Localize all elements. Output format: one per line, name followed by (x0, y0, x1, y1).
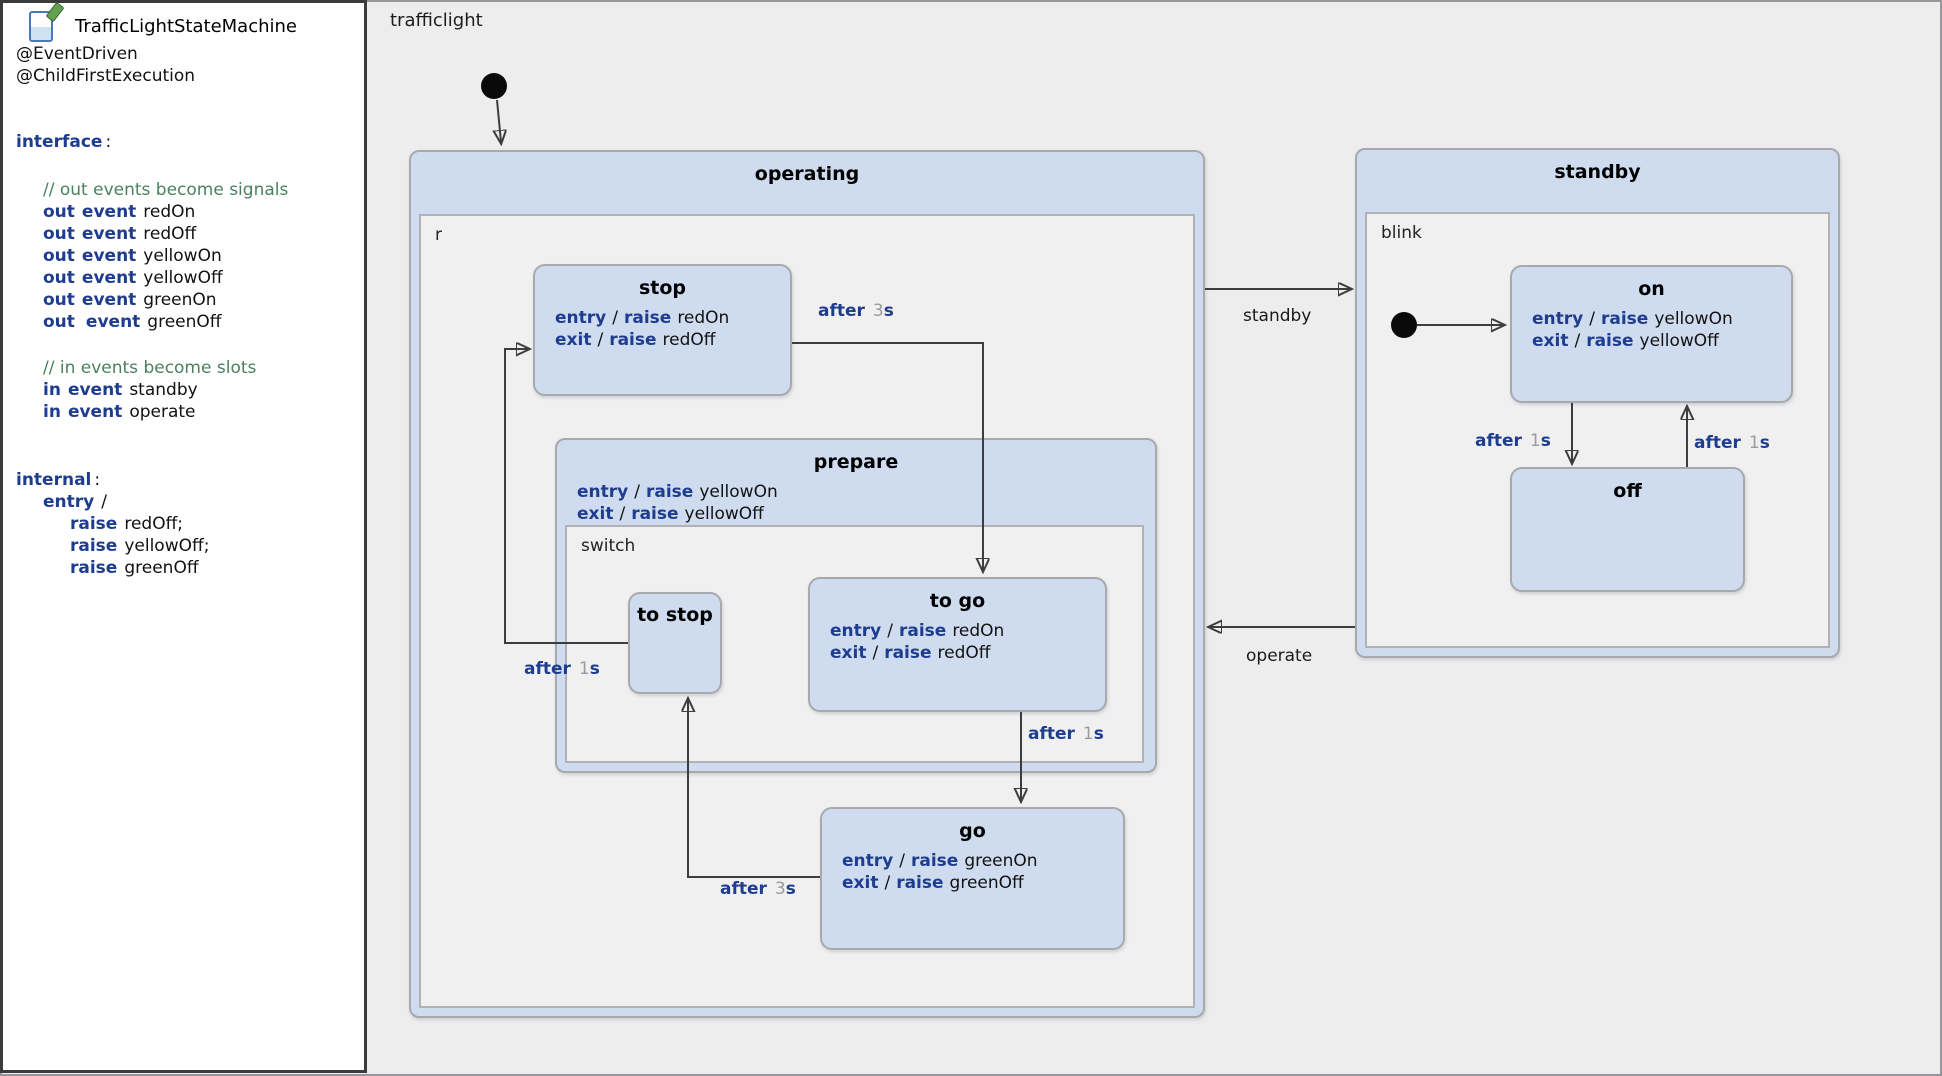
transition-tostop-to-stop[interactable] (504, 349, 628, 644)
transition-stop-to-togo[interactable] (792, 342, 983, 570)
region-r-label: r (435, 225, 442, 245)
state-go-title: go (959, 820, 986, 842)
statechart-icon (29, 1, 65, 42)
state-to-stop[interactable]: to stop (628, 592, 722, 694)
state-standby-title: standby (1554, 161, 1641, 183)
state-operating-title: operating (754, 163, 860, 185)
region-switch-label: switch (581, 536, 636, 556)
state-on-title: on (1638, 278, 1665, 300)
initial-state-dot-root[interactable] (481, 73, 507, 99)
initial-state-dot-blink[interactable] (1391, 312, 1417, 338)
internal-keyword-line: internal: (16, 470, 101, 490)
state-prepare-title: prepare (813, 451, 899, 473)
state-off-title: off (1613, 480, 1642, 502)
internal-entry-line: entry/ (43, 492, 107, 512)
state-to-stop-title: to stop (637, 604, 713, 626)
annotation-event-driven: @EventDriven (16, 44, 138, 64)
region-blink-label: blink (1381, 223, 1422, 243)
state-stop-title: stop (638, 277, 687, 299)
root-region-label: trafficlight (390, 10, 483, 31)
annotation-child-first: @ChildFirstExecution (16, 66, 196, 86)
comment-out-events: // out events become signals (43, 180, 289, 200)
interface-keyword-line: interface: (16, 132, 112, 152)
state-off[interactable]: off (1510, 467, 1745, 592)
statechart-name: TrafficLightStateMachine (75, 16, 297, 37)
comment-in-events: // in events become slots (43, 358, 257, 378)
state-to-go-title: to go (929, 590, 986, 612)
transition-go-to-tostop[interactable] (688, 700, 820, 878)
transition-label-operate[interactable]: operate (1246, 646, 1313, 666)
transition-label-standby[interactable]: standby (1243, 306, 1312, 326)
annotations-block: @EventDriven @ChildFirstExecution (16, 43, 195, 87)
statechart-header: TrafficLightStateMachine (29, 1, 297, 42)
definition-panel: TrafficLightStateMachine @EventDriven @C… (0, 0, 367, 1073)
transition-initial-to-operating[interactable] (497, 99, 501, 142)
